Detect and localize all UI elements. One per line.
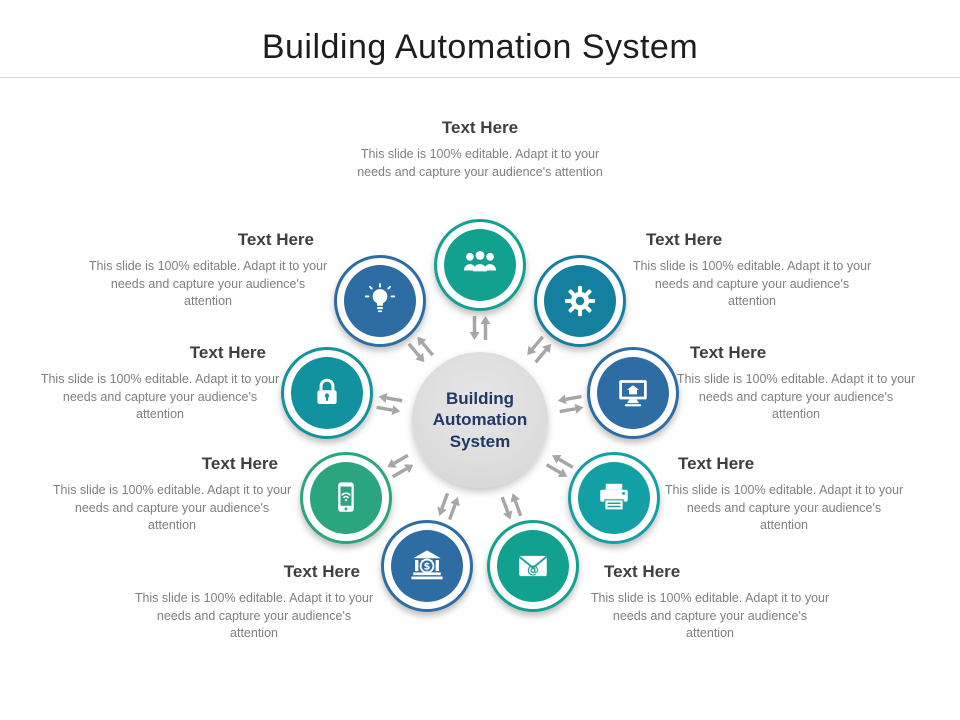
callout-bottom-left: Text Here This slide is 100% editable. A… [134, 562, 374, 643]
callout-title: Text Here [646, 230, 723, 249]
envelope-icon: @ [497, 529, 569, 602]
slide-title: Building Automation System [261, 28, 699, 66]
node-lock [281, 347, 374, 440]
node-smartphone [299, 451, 392, 544]
callout-title: Text Here [441, 118, 519, 137]
callout-title: Text Here [201, 454, 278, 473]
callout-lower-right: Text Here This slide is 100% editable. A… [664, 454, 904, 535]
callout-description: This slide is 100% editable. Adapt it to… [357, 147, 603, 179]
callout-title: Text Here [690, 343, 767, 362]
callout-mid-right: Text Here This slide is 100% editable. A… [676, 343, 916, 424]
node-lightbulb [334, 255, 427, 348]
callout-upper-left: Text Here This slide is 100% editable. A… [88, 230, 328, 311]
users-icon [444, 229, 516, 301]
title-divider [0, 77, 960, 78]
lightbulb-icon [344, 265, 417, 338]
callout-title: Text Here [604, 562, 681, 581]
callout-upper-right: Text Here This slide is 100% editable. A… [632, 230, 872, 311]
callout-description: This slide is 100% editable. Adapt it to… [52, 483, 292, 532]
callout-bottom-right: Text Here This slide is 100% editable. A… [590, 562, 830, 643]
node-gear [533, 255, 626, 348]
bank-icon: $ [390, 529, 463, 602]
callout-title: Text Here [237, 230, 314, 249]
callout-top: Text Here This slide is 100% editable. A… [350, 118, 610, 181]
smartphone-icon [309, 461, 382, 534]
callout-description: This slide is 100% editable. Adapt it to… [664, 483, 904, 532]
callout-title: Text Here [283, 562, 360, 581]
callout-description: This slide is 100% editable. Adapt it to… [632, 259, 872, 308]
node-monitor [586, 347, 679, 440]
node-printer [568, 451, 661, 544]
node-bank: $ [380, 519, 473, 612]
hub-label: Building Automation System [432, 389, 528, 451]
callout-description: This slide is 100% editable. Adapt it to… [134, 591, 374, 640]
callout-description: This slide is 100% editable. Adapt it to… [88, 259, 328, 308]
callout-description: This slide is 100% editable. Adapt it to… [40, 372, 280, 421]
monitor-home-icon [596, 357, 669, 430]
node-envelope: @ [487, 519, 579, 612]
printer-icon [578, 461, 651, 534]
svg-text:@: @ [527, 562, 539, 576]
callout-title: Text Here [189, 343, 266, 362]
gear-icon [543, 265, 616, 338]
callout-title: Text Here [678, 454, 755, 473]
hub-circle: Building Automation System [412, 352, 548, 488]
callout-description: This slide is 100% editable. Adapt it to… [676, 372, 916, 421]
callout-lower-left: Text Here This slide is 100% editable. A… [52, 454, 292, 535]
callout-description: This slide is 100% editable. Adapt it to… [590, 591, 830, 640]
svg-text:$: $ [424, 561, 431, 572]
callout-mid-left: Text Here This slide is 100% editable. A… [40, 343, 280, 424]
lock-icon [291, 357, 364, 430]
node-users [434, 219, 526, 311]
